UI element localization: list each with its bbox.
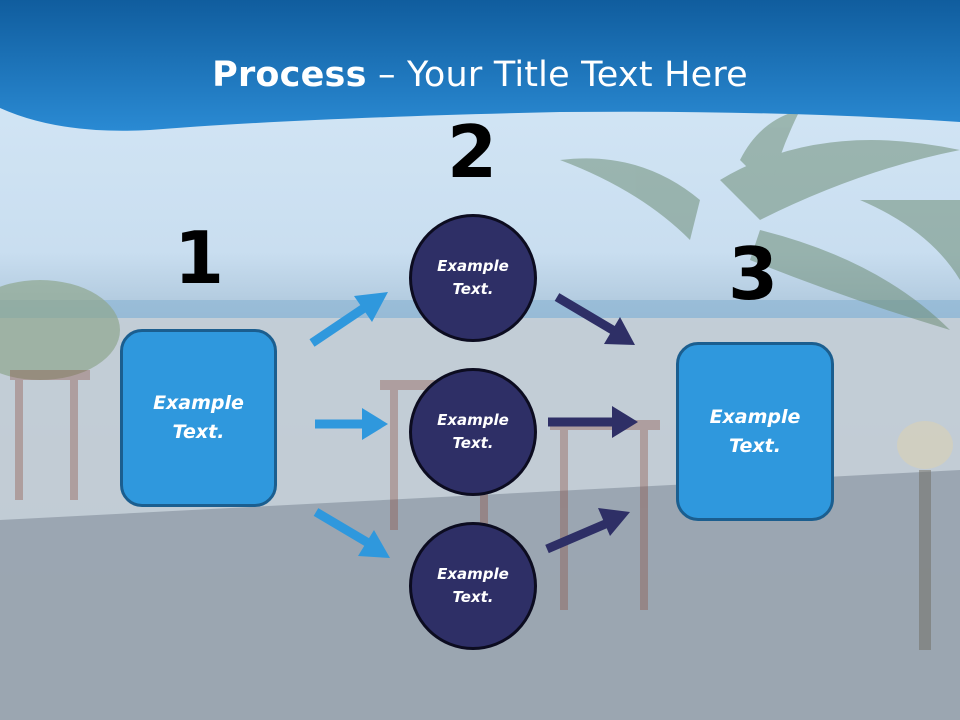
circle-3-line1: Example <box>437 565 509 583</box>
step-3-line2: Text. <box>729 434 781 457</box>
step-number-3: 3 <box>727 232 779 316</box>
step-number-2: 2 <box>446 110 498 194</box>
step-number-1: 1 <box>173 216 225 300</box>
step-2-circle-3[interactable]: Example Text. <box>409 522 537 650</box>
arrow-to-circle-1 <box>309 292 388 347</box>
circle-1-line1: Example <box>437 257 509 275</box>
circle-2-line2: Text. <box>452 434 494 452</box>
arrow-from-circle-1 <box>554 293 635 345</box>
circle-3-line2: Text. <box>452 588 494 606</box>
arrow-to-circle-3 <box>313 508 390 558</box>
step-3-box[interactable]: Example Text. <box>676 342 834 521</box>
step-3-line1: Example <box>709 405 801 428</box>
step-1-line2: Text. <box>172 421 225 443</box>
step-1-line1: Example <box>153 392 244 414</box>
slide-title: Process – Your Title Text Here <box>0 50 960 100</box>
title-bold: Process <box>212 55 367 95</box>
step-1-box[interactable]: Example Text. <box>120 329 277 507</box>
arrow-from-circle-2 <box>548 406 638 438</box>
circle-2-line1: Example <box>437 411 509 429</box>
arrow-from-circle-3 <box>545 508 630 554</box>
step-2-circle-1[interactable]: Example Text. <box>409 214 537 342</box>
title-rest: – Your Title Text Here <box>366 55 748 95</box>
arrow-to-circle-2 <box>315 408 388 440</box>
step-2-circle-2[interactable]: Example Text. <box>409 368 537 496</box>
header-banner <box>0 0 960 131</box>
circle-1-line2: Text. <box>452 280 494 298</box>
